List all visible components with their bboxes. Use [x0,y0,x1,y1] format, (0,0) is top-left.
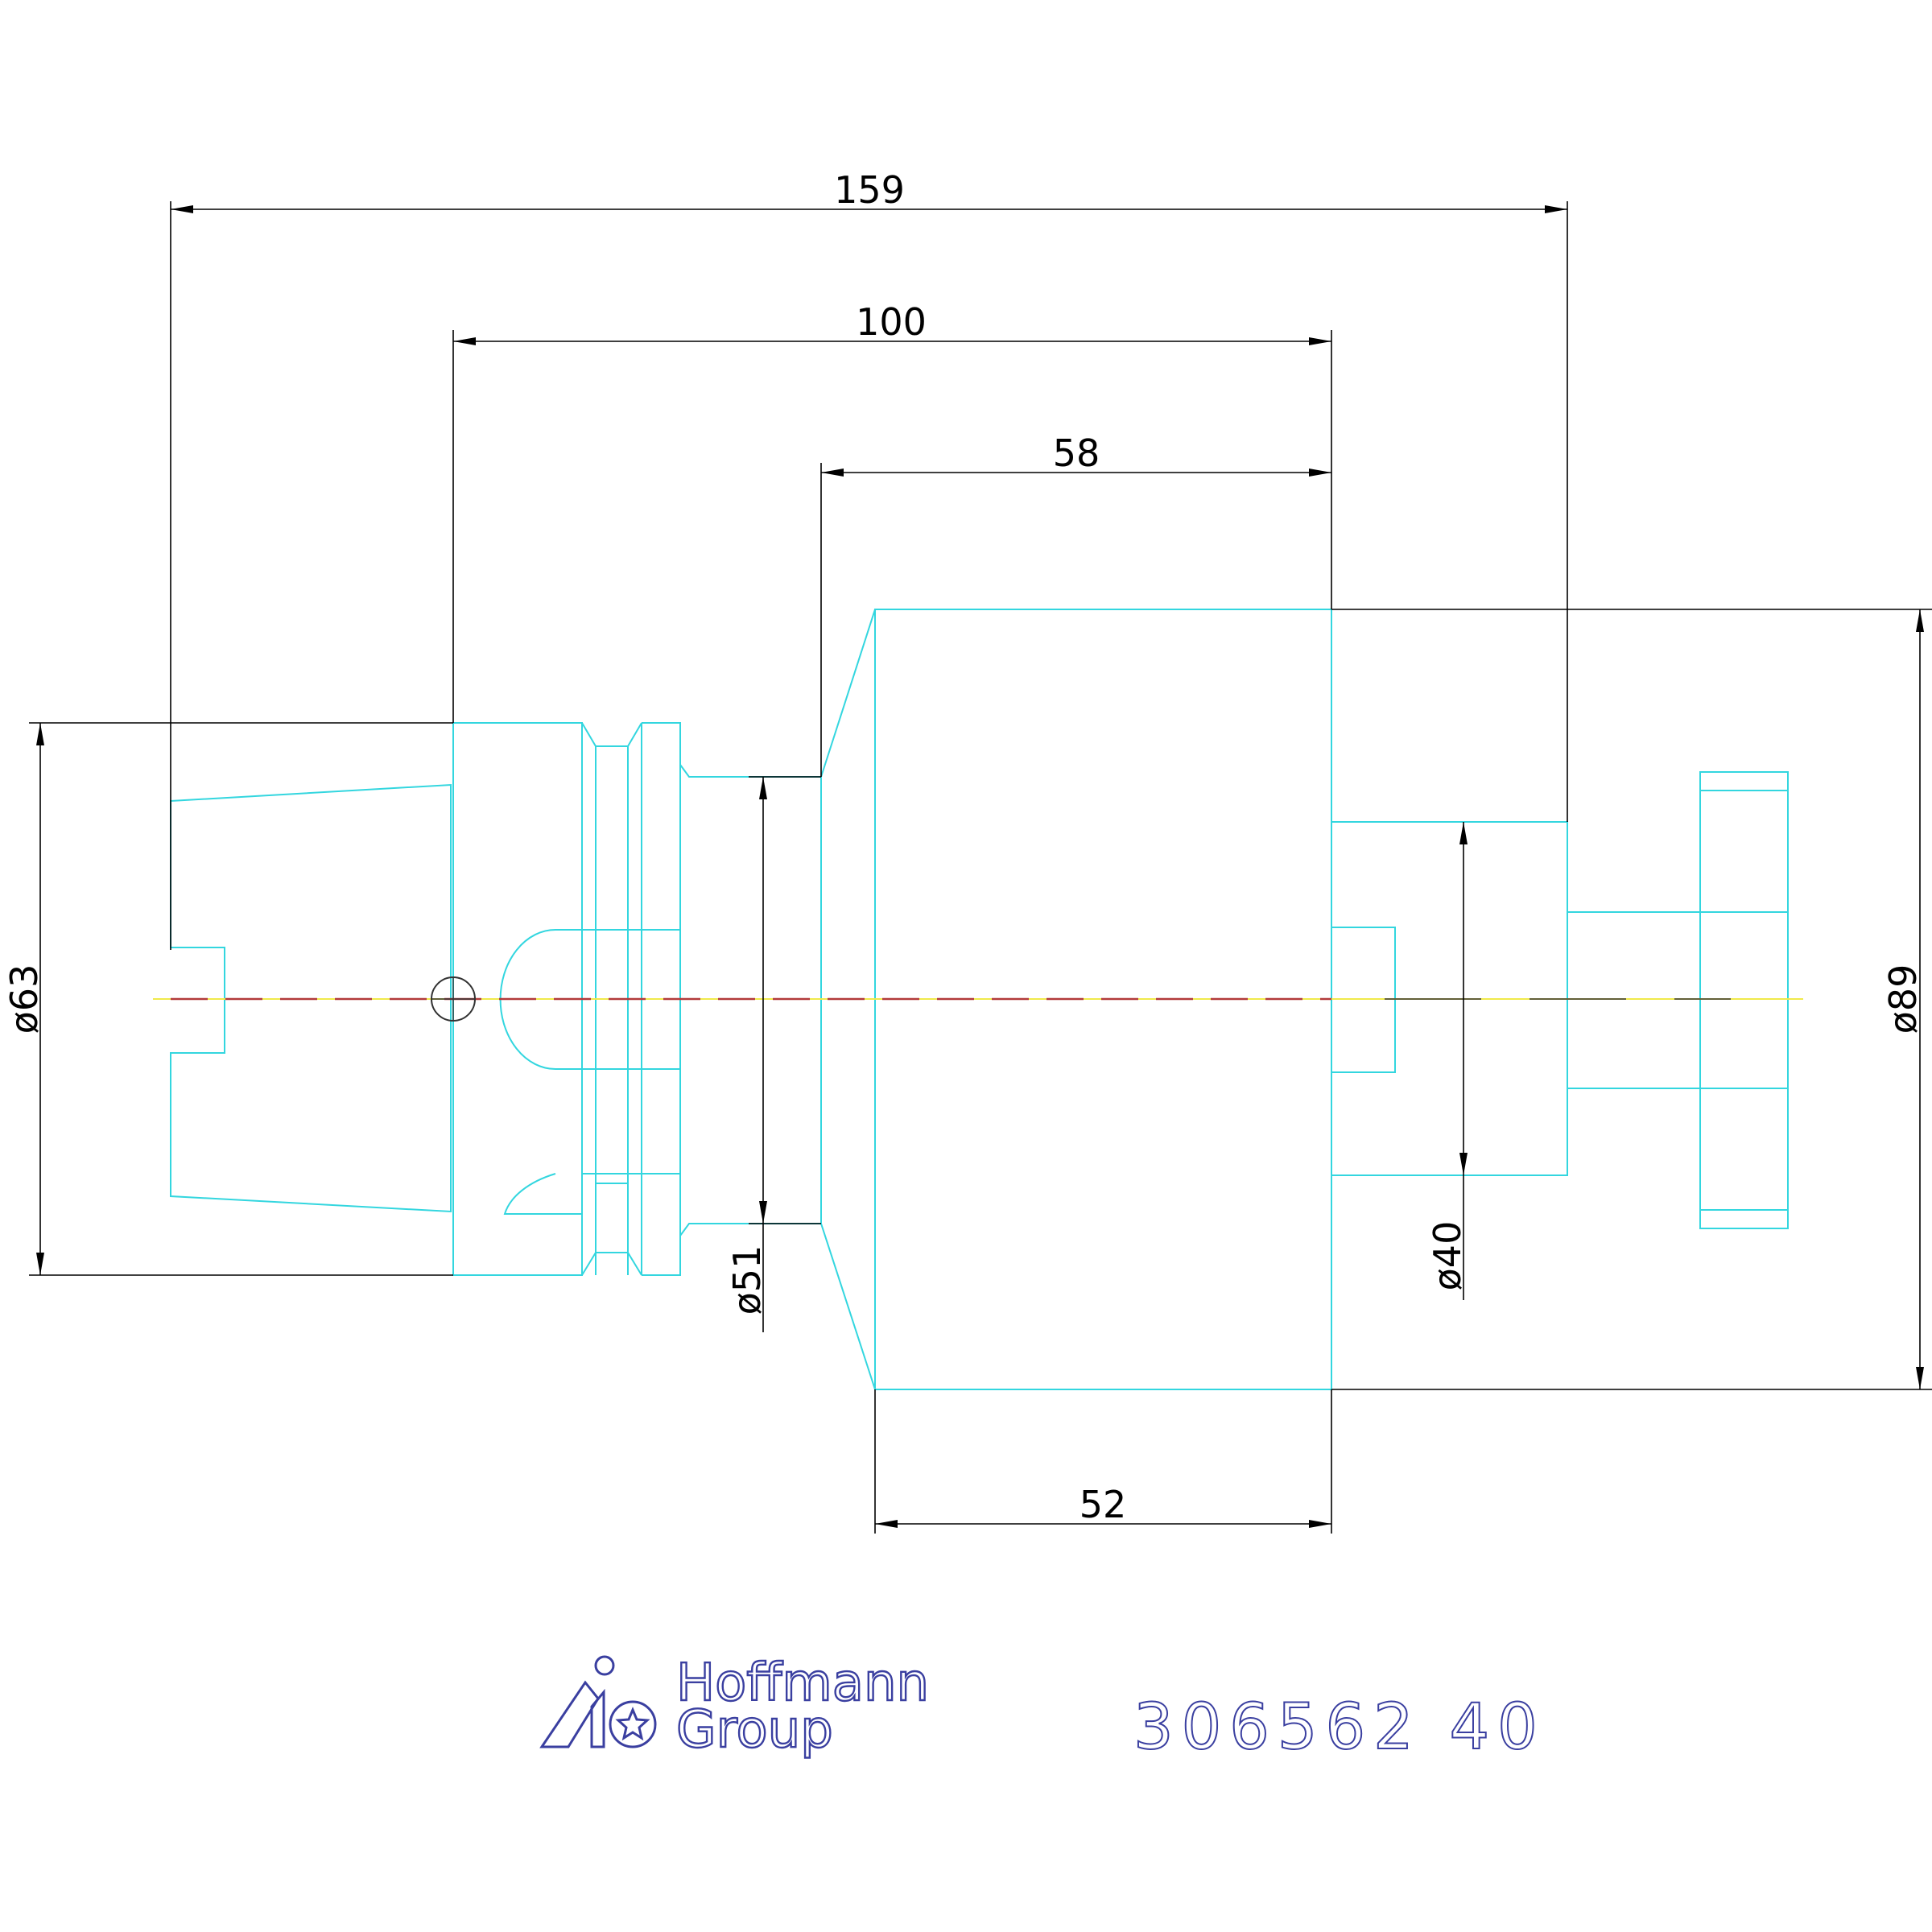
centerlines [153,976,1803,1022]
dim-dia-bore: ø40 [1426,1221,1469,1291]
dim-dia-body: ø89 [1881,964,1925,1034]
logo-line-2: Group [676,1700,833,1760]
logo-line-1: Hoffmann [676,1653,929,1713]
gauge-point-hatch [431,976,476,1022]
screw-head [1699,771,1789,1229]
star-icon [615,1707,650,1741]
screw-shaft [1567,911,1701,1089]
neck [679,764,822,1236]
dim-body-length: 52 [1080,1483,1127,1526]
dimension-lines [29,201,1932,1534]
hoffmann-logo: Hoffmann Group [539,1653,930,1761]
dim-length-to-body: 58 [1053,431,1100,475]
taper-shank [170,783,452,1213]
dim-dia-neck: ø51 [725,1245,769,1315]
dim-dia-flange: ø63 [2,964,46,1034]
dim-length-from-gauge: 100 [856,300,927,344]
hoffmann-logo-mark [539,1655,657,1748]
dim-overall-length: 159 [834,168,905,212]
part-number: 306562 40 [1133,1691,1546,1764]
v-groove [581,722,642,1276]
